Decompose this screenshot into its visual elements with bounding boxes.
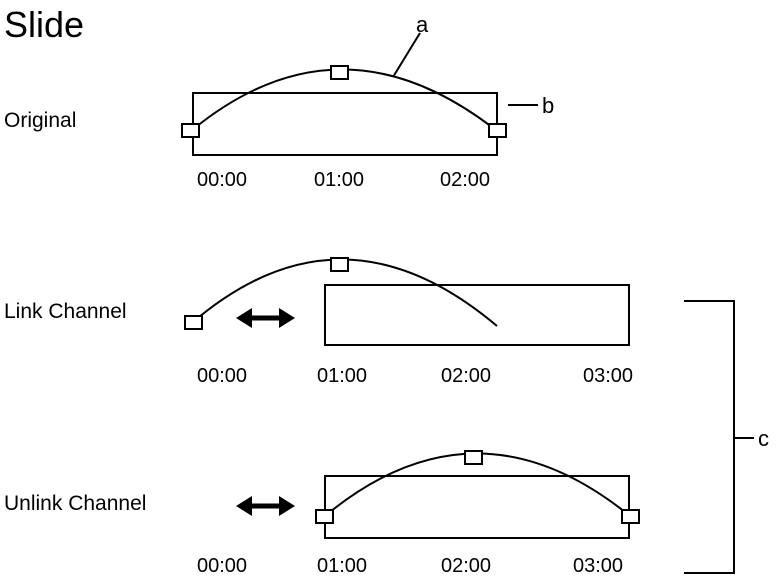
tick-label: 03:00 <box>573 555 623 577</box>
keyframe-icon <box>181 123 200 138</box>
bracket-c <box>684 300 735 574</box>
keyframe-icon <box>184 315 203 330</box>
clip-box-unlink <box>324 475 630 539</box>
tick-label: 01:00 <box>317 365 367 387</box>
keyframe-icon <box>488 123 507 138</box>
keyframe-icon <box>330 65 349 80</box>
keyframe-icon <box>330 257 349 272</box>
clip-box-original <box>192 92 498 156</box>
tick-label: 03:00 <box>583 365 633 387</box>
keyframe-icon <box>621 509 640 524</box>
tick-label: 00:00 <box>197 365 247 387</box>
double-arrow-icon <box>236 308 295 328</box>
callout-label-b: b <box>542 93 554 118</box>
tick-label: 00:00 <box>197 555 247 577</box>
double-arrow-icon <box>236 496 295 516</box>
callout-line-a <box>392 32 421 78</box>
tick-label: 02:00 <box>441 555 491 577</box>
callout-label-a: a <box>416 12 429 37</box>
callout-label-c: c <box>758 426 769 451</box>
clip-box-link <box>324 284 630 346</box>
tick-label: 02:00 <box>441 365 491 387</box>
keyframe-icon <box>315 509 334 524</box>
keyframe-icon <box>464 450 483 465</box>
tick-label: 01:00 <box>317 555 367 577</box>
tick-label: 01:00 <box>314 169 364 191</box>
tick-label: 00:00 <box>197 169 247 191</box>
section-label-unlink-channel: Unlink Channel <box>4 492 146 515</box>
section-label-original: Original <box>4 109 76 132</box>
tick-label: 02:00 <box>440 169 490 191</box>
section-label-link-channel: Link Channel <box>4 300 127 323</box>
page-title: Slide <box>4 4 84 45</box>
